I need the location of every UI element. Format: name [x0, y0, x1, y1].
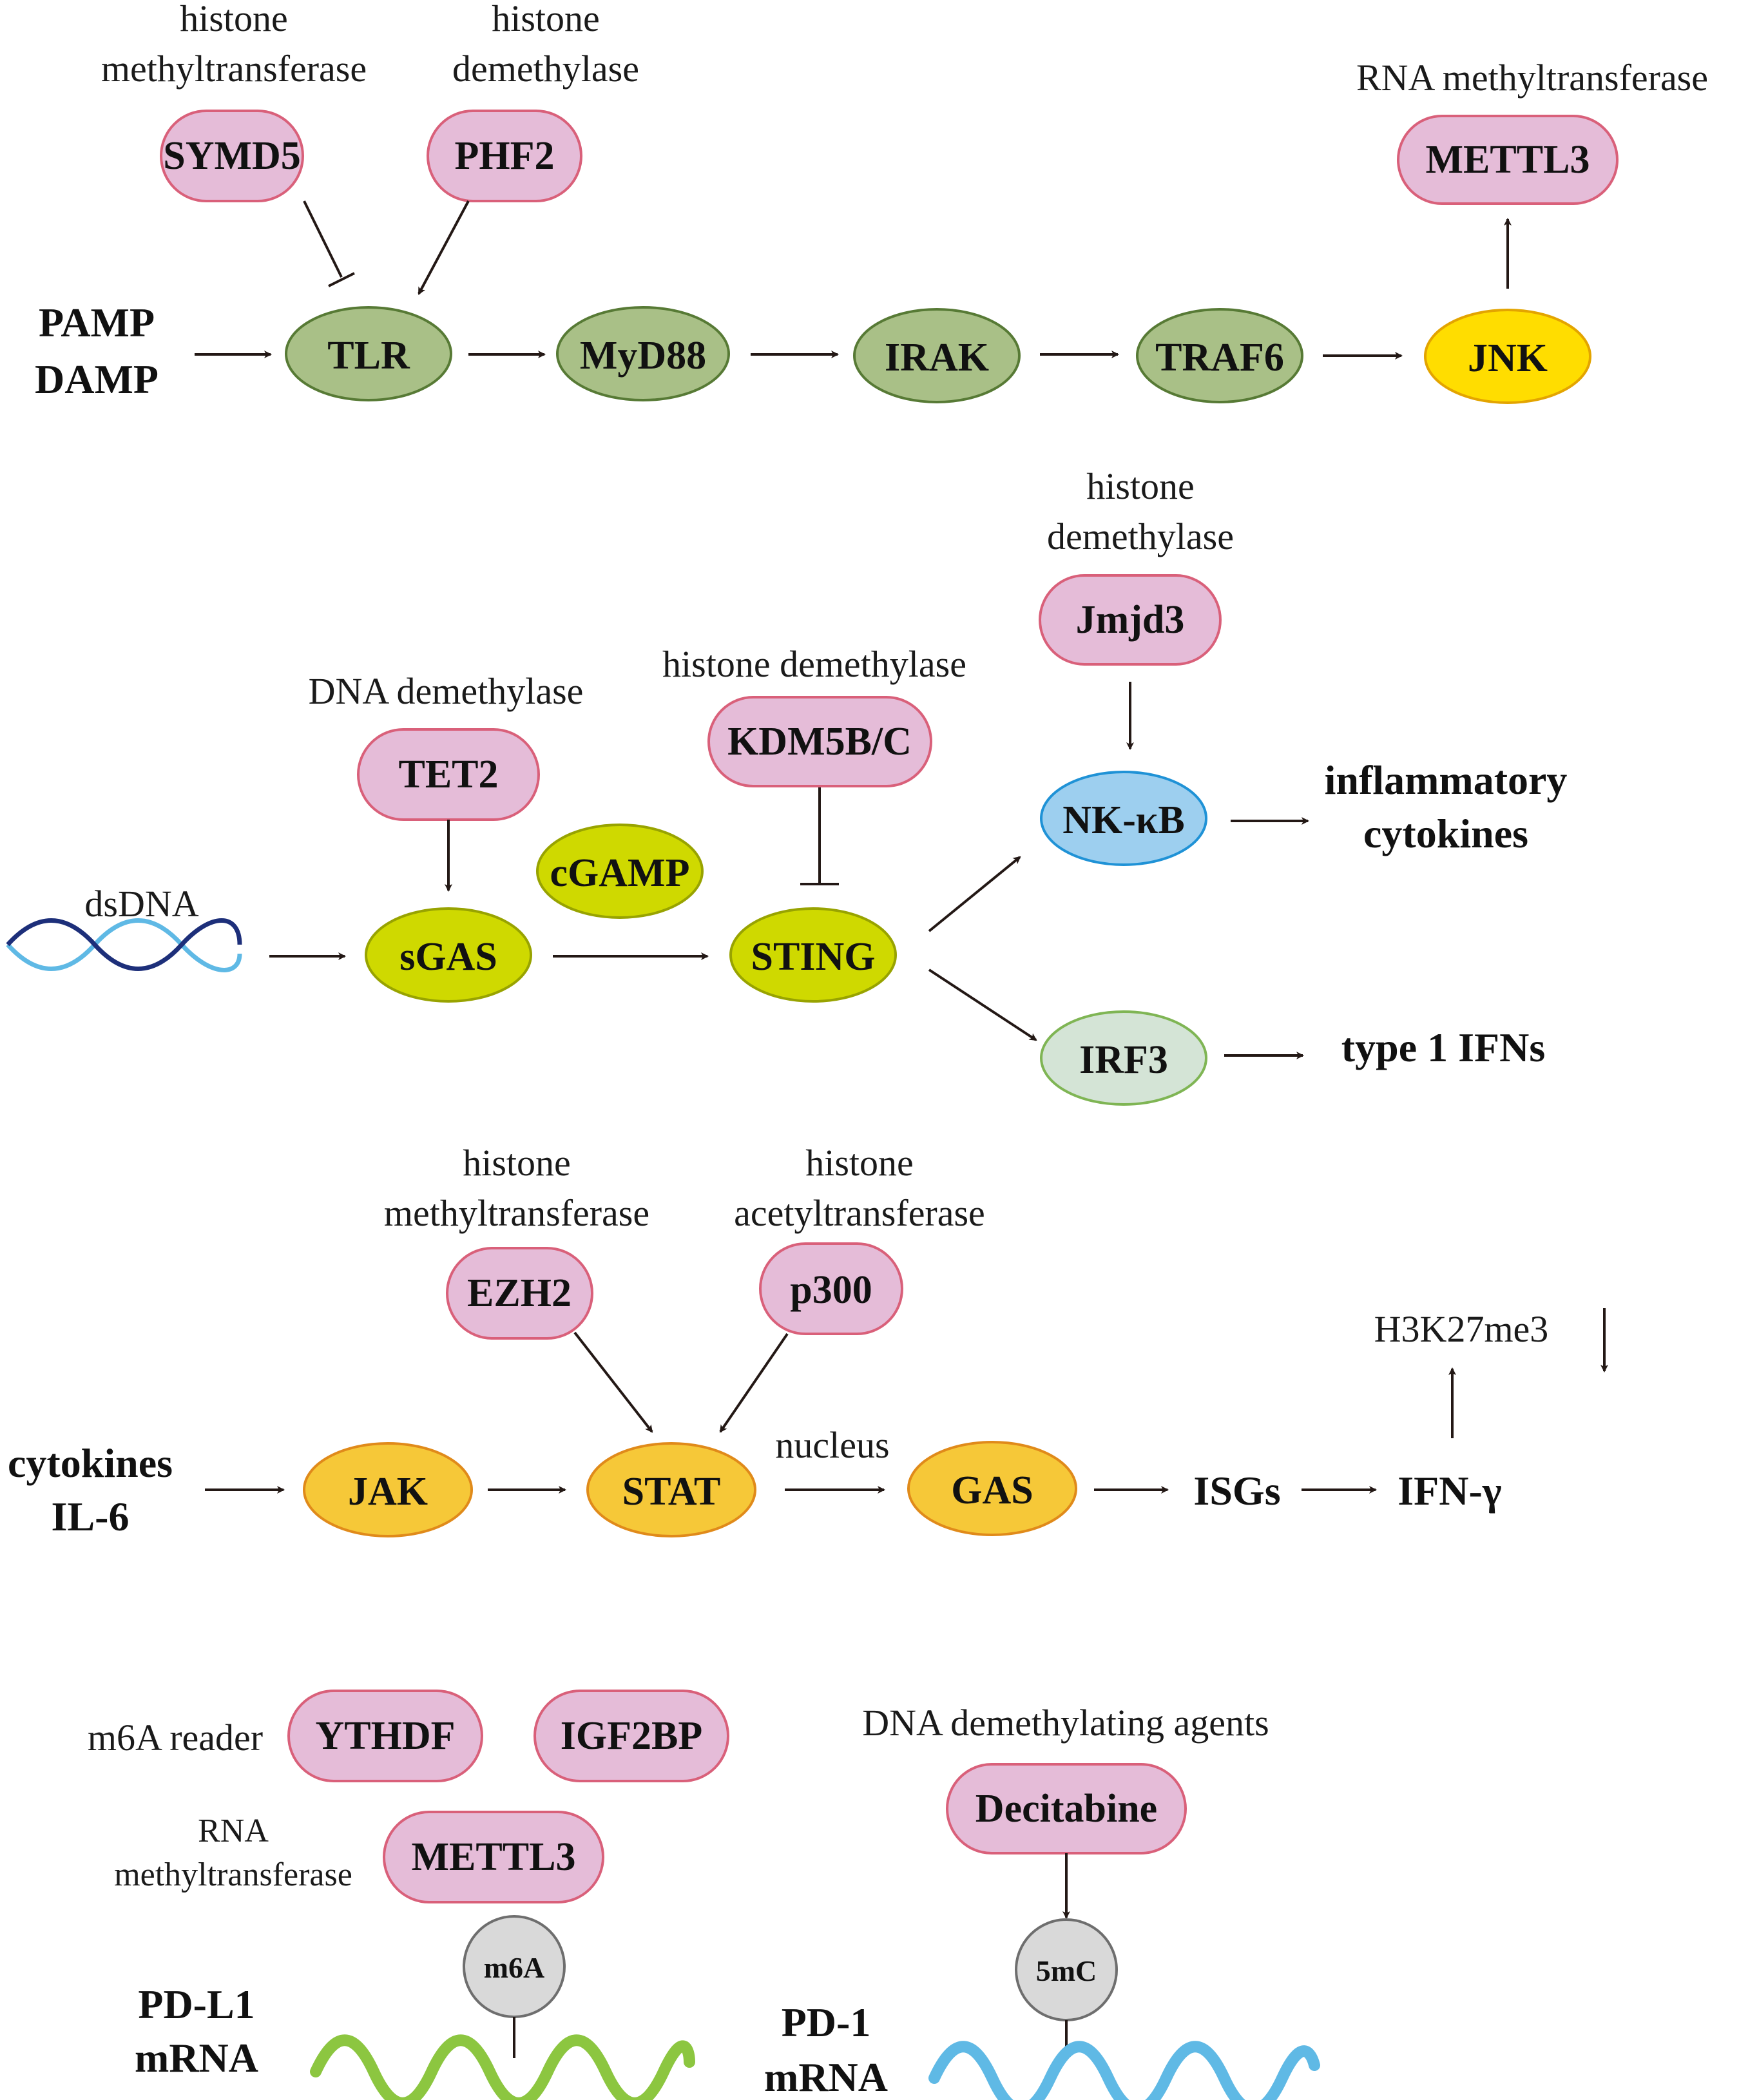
gas-label: GAS	[951, 1469, 1033, 1512]
traf6-label: TRAF6	[1155, 336, 1284, 380]
jak-label: JAK	[348, 1470, 428, 1514]
igf2bp-node	[533, 1690, 729, 1782]
pdl1-label: PD-L1	[138, 1981, 255, 2027]
traf6-node	[1136, 308, 1303, 403]
tlr-node	[285, 306, 452, 401]
ezh2-caption-line2: methyltransferase	[384, 1192, 649, 1234]
tet2-label: TET2	[398, 753, 498, 796]
jmjd3-caption-line1: histone	[1086, 465, 1195, 507]
damp-label: DAMP	[35, 356, 159, 402]
sgas-label: sGAS	[399, 935, 497, 979]
myd88-label: MyD88	[580, 334, 706, 378]
pd1-label: PD-1	[782, 1999, 871, 2045]
phf2-node	[427, 110, 582, 202]
cytokines-input-label: cytokines	[8, 1440, 173, 1486]
mettl3-caption: RNA methyltransferase	[1356, 57, 1708, 99]
arrow-sting-irf3	[928, 968, 1037, 1041]
phf2-label: PHF2	[455, 134, 555, 178]
phf2-caption-line1: histone	[492, 0, 600, 39]
sgas-node	[365, 907, 532, 1003]
tlr-pathway: PAMP DAMP histone methyltransferase SYMD…	[35, 0, 1708, 404]
mettl3-label-top: METTL3	[1426, 138, 1590, 182]
dsdna-label: dsDNA	[84, 883, 198, 925]
stat-node	[586, 1442, 756, 1537]
sting-node	[729, 907, 897, 1003]
symd5-inhibit-bar	[328, 272, 355, 287]
gas-node	[907, 1441, 1077, 1536]
kdm5bc-node	[707, 696, 932, 787]
symd5-node	[160, 110, 304, 202]
symd5-caption-line2: methyltransferase	[101, 48, 367, 90]
mettl3-node-top	[1397, 115, 1619, 205]
pd1-mrna-label: mRNA	[764, 2054, 888, 2100]
demethylating-agents-caption: DNA demethylating agents	[862, 1702, 1269, 1744]
arrow-ezh2-stat	[573, 1331, 653, 1433]
mettl3-node-bottom	[383, 1811, 604, 1903]
cytokines-label: cytokines	[1363, 811, 1528, 856]
ythdf-label: YTHDF	[316, 1714, 456, 1758]
ythdf-node	[287, 1690, 483, 1782]
isgs-label: ISGs	[1193, 1468, 1280, 1514]
irf3-node	[1040, 1010, 1207, 1106]
nfkb-node	[1040, 771, 1207, 866]
mettl3-caption-line1: RNA	[198, 1813, 269, 1849]
dsdna-helix	[6, 918, 242, 972]
mettl3-caption-line2: methyltransferase	[114, 1856, 352, 1893]
phf2-caption-line2: demethylase	[452, 48, 639, 90]
symd5-inhibit-line	[303, 200, 343, 278]
myd88-node	[556, 306, 730, 401]
kdm5bc-label: KDM5B/C	[727, 720, 912, 764]
p300-node	[759, 1242, 903, 1335]
h3k27me3-label: H3K27me3	[1374, 1308, 1549, 1350]
tet2-caption: DNA demethylase	[309, 670, 584, 712]
jmjd3-node	[1039, 574, 1222, 666]
stat-label: STAT	[622, 1470, 721, 1514]
jak-stat-pathway: cytokines IL-6 histone methyltransferase…	[8, 1142, 1608, 1539]
irak-node	[853, 308, 1021, 403]
ezh2-label: EZH2	[467, 1271, 572, 1315]
m6a-label: m6A	[484, 1951, 545, 1984]
5mc-label: 5mC	[1036, 1954, 1097, 1987]
p300-caption-line1: histone	[805, 1142, 914, 1184]
phf2-arrow	[418, 200, 470, 295]
type1-ifns-label: type 1 IFNs	[1341, 1025, 1545, 1070]
nucleus-label: nucleus	[775, 1424, 889, 1466]
tlr-label: TLR	[327, 334, 410, 378]
il6-label: IL-6	[52, 1494, 130, 1539]
cgamp-label: cGAMP	[550, 851, 690, 895]
irak-label: IRAK	[885, 336, 989, 380]
pdl1-mrna-strand	[310, 2034, 695, 2100]
ezh2-caption-line1: histone	[463, 1142, 571, 1184]
symd5-label: SYMD5	[163, 134, 301, 178]
arrow-sting-nfkb	[928, 856, 1021, 932]
pamp-label: PAMP	[39, 300, 155, 345]
decitabine-label: Decitabine	[975, 1787, 1157, 1831]
sting-label: STING	[751, 935, 876, 979]
jnk-node	[1424, 309, 1591, 404]
mrna-modification-section: m6A reader YTHDF IGF2BP RNA methyltransf…	[88, 1690, 1320, 2100]
cgas-sting-pathway: dsDNA DNA demethylase TET2 sGAS cGAMP hi…	[6, 465, 1568, 1106]
jmjd3-caption-line2: demethylase	[1047, 515, 1234, 557]
igf2bp-label: IGF2BP	[561, 1714, 702, 1758]
m6a-reader-caption: m6A reader	[88, 1717, 263, 1758]
pd1-mrna-strand	[928, 2041, 1320, 2100]
ifng-label: IFN-γ	[1398, 1468, 1502, 1514]
jnk-label: JNK	[1468, 336, 1548, 380]
ezh2-node	[446, 1247, 593, 1340]
cgamp-node	[536, 824, 704, 919]
nfkb-label: NK-κB	[1062, 798, 1184, 842]
jak-node	[303, 1442, 473, 1537]
inflammatory-label: inflammatory	[1325, 757, 1568, 803]
p300-caption-line2: acetyltransferase	[734, 1192, 985, 1234]
symd5-caption-line1: histone	[180, 0, 288, 39]
arrow-p300-stat	[719, 1333, 789, 1433]
jmjd3-label: Jmjd3	[1076, 598, 1185, 642]
p300-label: p300	[790, 1268, 872, 1312]
pdl1-mrna-label: mRNA	[135, 2035, 258, 2081]
irf3-label: IRF3	[1079, 1038, 1168, 1082]
kdm-caption: histone demethylase	[662, 643, 966, 685]
mettl3-label-bottom: METTL3	[412, 1835, 576, 1879]
